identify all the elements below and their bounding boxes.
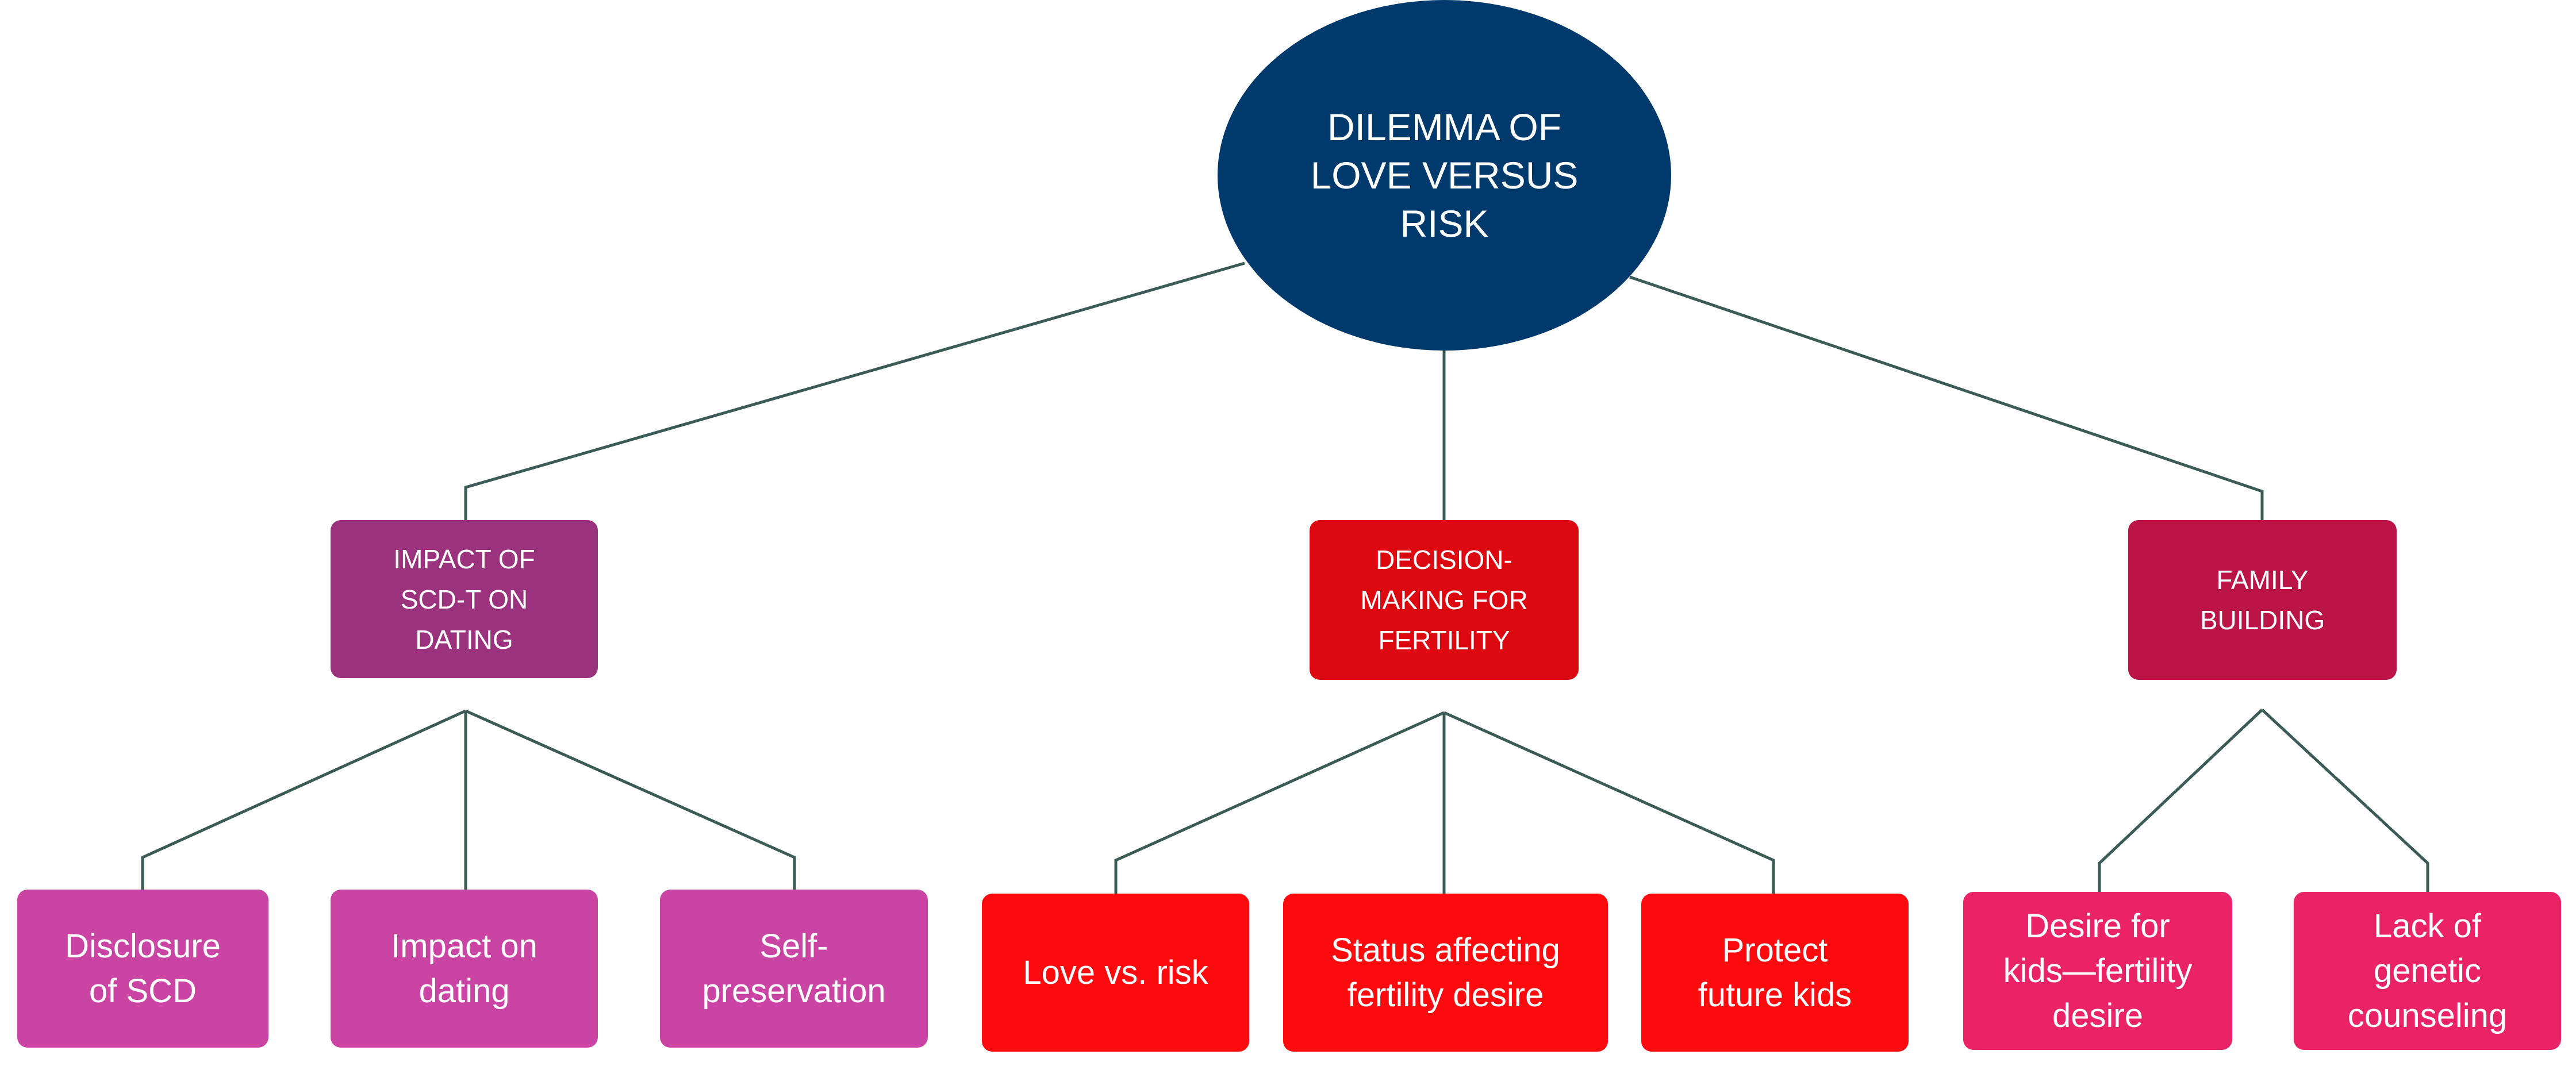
category-label: FAMILY BUILDING <box>2199 565 2325 635</box>
leaf-label: Disclosure of SCD <box>65 927 221 1010</box>
category-node-dating: IMPACT OF SCD-T ON DATING <box>331 520 598 678</box>
connector-cat1-leaf0 <box>1114 711 1445 894</box>
category-node-family: FAMILY BUILDING <box>2128 520 2397 680</box>
leaf-node-love-vs-risk: Love vs. risk <box>982 894 1249 1052</box>
category-node-fertility: DECISION- MAKING FOR FERTILITY <box>1310 520 1579 680</box>
leaf-label: Protect future kids <box>1698 931 1852 1014</box>
connector-cat0-leaf2 <box>464 709 796 890</box>
category-label: DECISION- MAKING FOR FERTILITY <box>1360 545 1528 655</box>
connector-cat2-leaf0 <box>2098 709 2263 892</box>
leaf-node-status-fertility: Status affecting fertility desire <box>1283 894 1608 1052</box>
leaf-label: Self- preservation <box>702 927 886 1010</box>
leaf-node-desire-for-kids: Desire for kids—fertility desire <box>1963 892 2232 1050</box>
connector-cat0-leaf0 <box>141 709 467 890</box>
leaf-node-genetic-counseling: Lack of genetic counseling <box>2294 892 2561 1050</box>
root-node-dilemma: DILEMMA OF LOVE VERSUS RISK <box>1218 0 1671 351</box>
leaf-label: Status affecting fertility desire <box>1331 931 1560 1014</box>
leaf-node-disclosure: Disclosure of SCD <box>17 890 268 1048</box>
leaf-node-protect-kids: Protect future kids <box>1641 894 1909 1052</box>
leaf-label: Desire for kids—fertility desire <box>2003 907 2193 1034</box>
connector-root-cat0 <box>464 261 1245 520</box>
connector-cat2-leaf1 <box>2261 709 2429 892</box>
category-label: IMPACT OF SCD-T ON DATING <box>393 544 535 655</box>
connector-cat1-leaf2 <box>1443 711 1775 894</box>
leaf-label: Impact on dating <box>391 927 538 1010</box>
leaf-node-impact-on-dating: Impact on dating <box>331 890 598 1048</box>
leaf-label: Love vs. risk <box>1023 953 1208 991</box>
leaf-label: Lack of genetic counseling <box>2347 907 2508 1034</box>
connector-root-cat2 <box>1629 275 2264 520</box>
root-node-label: DILEMMA OF LOVE VERSUS RISK <box>1310 106 1579 245</box>
leaf-node-self-preservation: Self- preservation <box>660 890 928 1048</box>
